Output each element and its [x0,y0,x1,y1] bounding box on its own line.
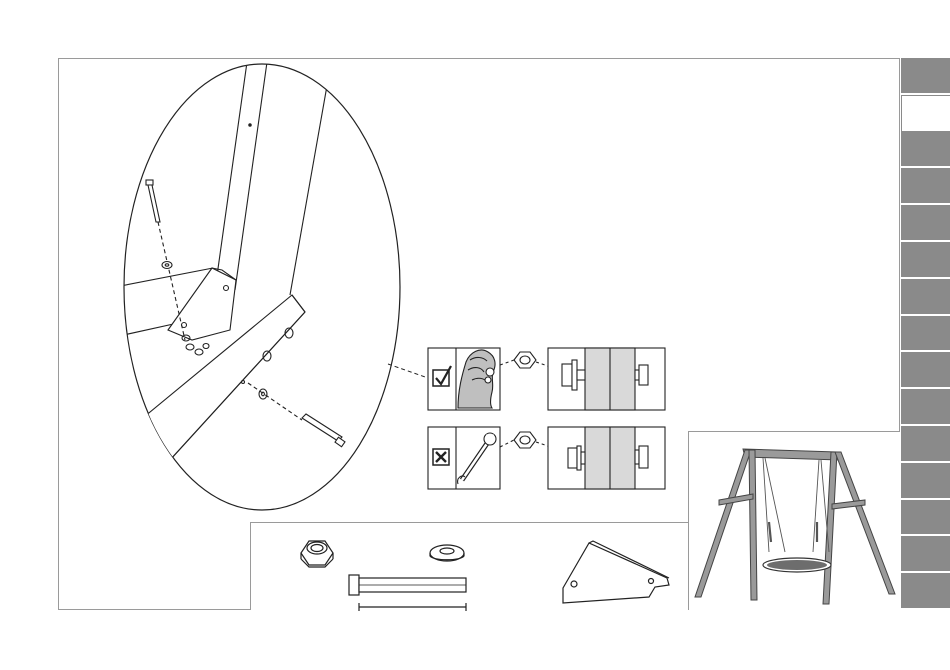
correct-method-panel [428,348,665,410]
nest-seat [763,558,831,572]
parts-illustration [251,523,691,611]
leader-line [388,364,428,378]
bolt-icon [349,575,466,611]
finished-swing-panel [688,431,900,610]
washer-upper [162,262,172,269]
washer-lower [259,389,267,399]
hex-nut-icon [514,352,536,368]
hex-nut-icon [514,432,536,448]
detail-view [110,55,400,520]
swing-illustration [689,432,901,611]
bracket-icon [563,541,669,603]
washer-icon [430,545,464,561]
hex-nut-icon [301,541,333,567]
parts-panel [250,522,690,610]
incorrect-method-panel [428,427,665,489]
